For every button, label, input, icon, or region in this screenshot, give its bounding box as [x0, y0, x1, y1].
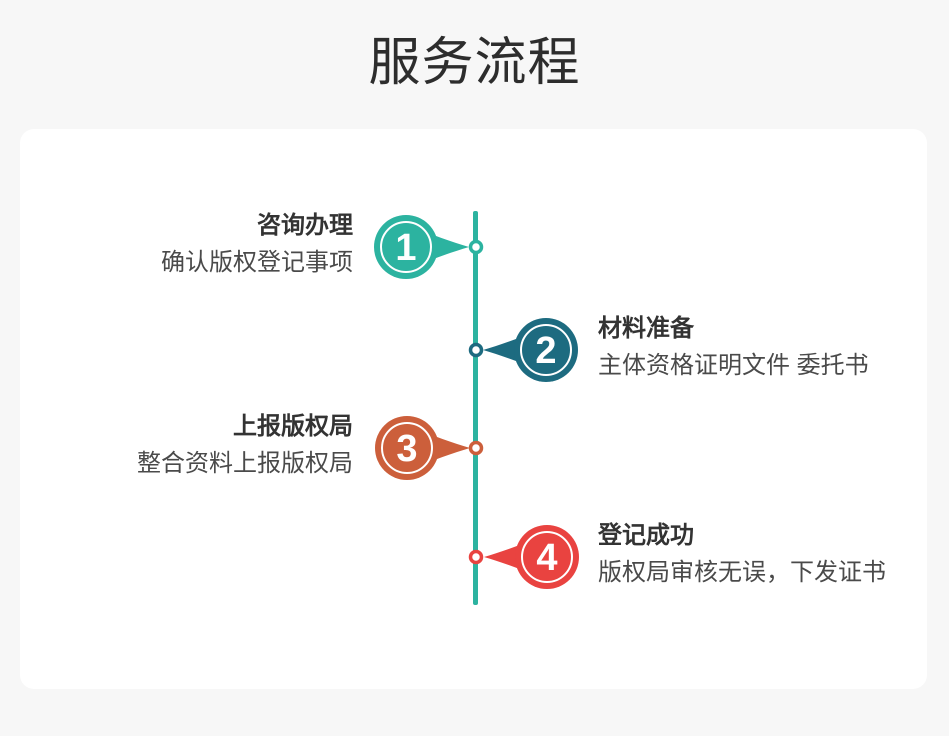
step-text-2: 材料准备 主体资格证明文件 委托书	[598, 315, 869, 380]
step-marker-1: 1	[374, 215, 469, 279]
marker-circle	[515, 525, 579, 589]
step-title: 上报版权局	[233, 413, 353, 440]
marker-ring-icon	[381, 422, 433, 474]
marker-circle	[514, 318, 578, 382]
page-title: 服务流程	[368, 34, 581, 92]
step-text-4: 登记成功 版权局审核无误，下发证书	[598, 522, 886, 587]
timeline-dot-2	[468, 342, 484, 358]
timeline-dot-1	[468, 239, 484, 255]
timeline-line	[473, 211, 478, 605]
step-number: 1	[395, 227, 416, 269]
marker-ring-icon	[521, 531, 573, 583]
marker-circle	[375, 416, 439, 480]
step-text-3: 上报版权局 整合资料上报版权局	[137, 413, 353, 478]
step-number: 3	[396, 428, 417, 470]
timeline-dot-3	[468, 440, 484, 456]
step-subtitle: 确认版权登记事项	[161, 249, 353, 276]
step-marker-2: 2	[483, 318, 578, 382]
step-text-1: 咨询办理 确认版权登记事项	[161, 212, 353, 277]
step-number: 4	[536, 537, 557, 579]
step-marker-4: 4	[484, 525, 579, 589]
step-subtitle: 整合资料上报版权局	[137, 450, 353, 477]
step-title: 登记成功	[598, 522, 694, 549]
marker-ring-icon	[520, 324, 572, 376]
step-number: 2	[535, 330, 556, 372]
timeline-dot-4	[468, 549, 484, 565]
step-subtitle: 主体资格证明文件 委托书	[598, 352, 869, 379]
marker-circle	[374, 215, 438, 279]
step-marker-3: 3	[375, 416, 470, 480]
step-subtitle: 版权局审核无误，下发证书	[598, 559, 886, 586]
step-title: 咨询办理	[257, 212, 353, 239]
marker-ring-icon	[380, 221, 432, 273]
step-title: 材料准备	[598, 315, 694, 342]
